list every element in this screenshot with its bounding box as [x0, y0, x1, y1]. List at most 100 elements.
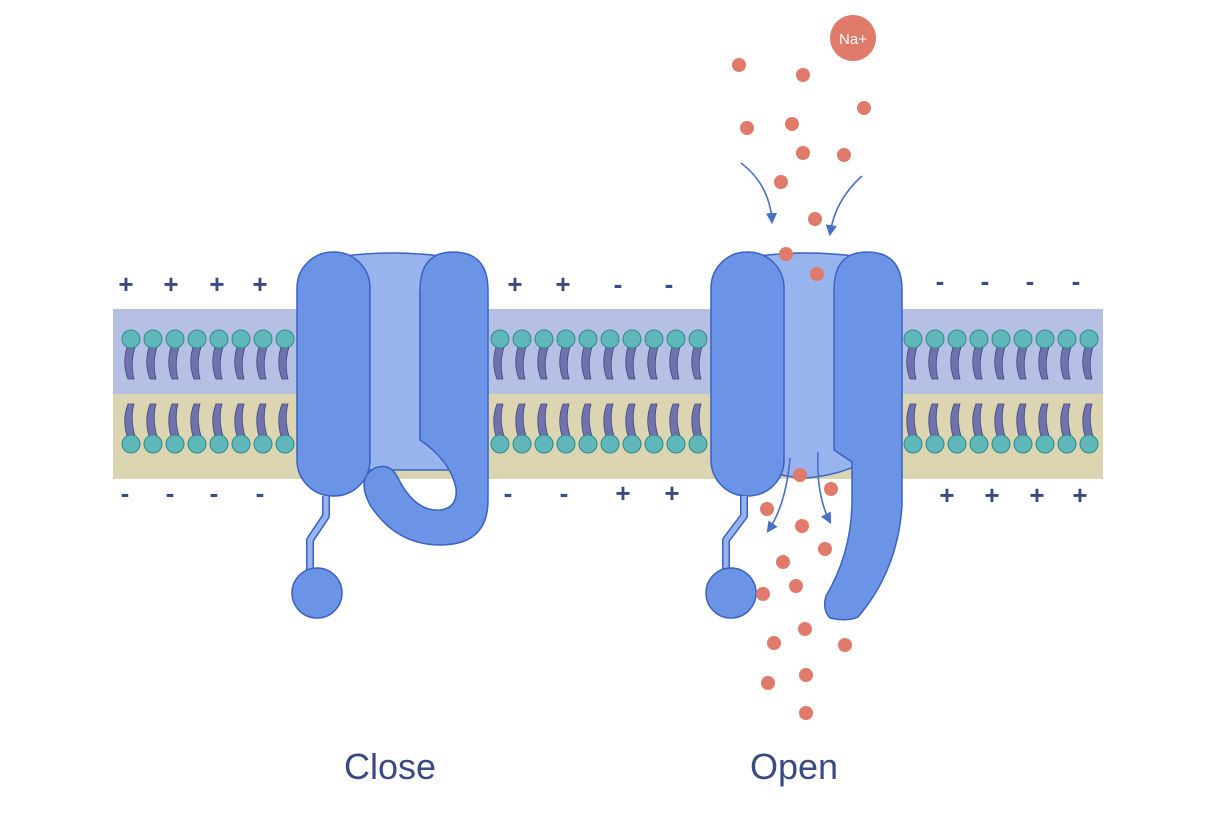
outflow-arrow-left: [766, 457, 791, 533]
phospholipid-tail: [493, 346, 505, 380]
sodium-ion: [779, 247, 793, 261]
sodium-ion: [818, 542, 832, 556]
phospholipid-head: [253, 329, 273, 349]
sodium-ion: [857, 101, 871, 115]
phospholipid-head: [622, 434, 642, 454]
sodium-ions: [732, 58, 871, 720]
sodium-ion-legend: Na+: [830, 15, 876, 61]
negative-charge: -: [560, 478, 569, 508]
positive-charge: +: [118, 269, 133, 299]
cell-membrane: [113, 309, 1103, 479]
phospholipid-head: [275, 434, 295, 454]
sodium-ion: [793, 468, 807, 482]
sodium-ion: [789, 579, 803, 593]
phospholipid-tail: [278, 346, 290, 380]
sodium-ion-legend-circle: [830, 15, 876, 61]
phospholipid-head: [578, 434, 598, 454]
phospholipid-tail: [256, 346, 268, 380]
phospholipid-tail: [647, 346, 659, 380]
phospholipid-tail: [669, 346, 681, 380]
phospholipid-tail: [972, 346, 984, 380]
phospholipid-head: [253, 434, 273, 454]
phospholipid-head: [644, 434, 664, 454]
negative-charge: -: [981, 266, 990, 296]
phospholipid-head: [512, 434, 532, 454]
phospholipid-head: [187, 434, 207, 454]
phospholipid-head: [903, 434, 923, 454]
phospholipid-tail: [1038, 346, 1050, 380]
open-inactivation-gate-ball: [705, 567, 757, 619]
outflow-arrow-right: [816, 451, 832, 524]
phospholipid-head: [925, 329, 945, 349]
open-channel-caption: Open: [750, 746, 838, 787]
phospholipid-tail: [1016, 346, 1028, 380]
phospholipid-tail: [1060, 346, 1072, 380]
phospholipid-head: [556, 329, 576, 349]
closed-channel-right-subunit: [363, 251, 489, 546]
phospholipid-head: [1035, 329, 1055, 349]
phospholipid-head: [231, 434, 251, 454]
sodium-ion: [740, 121, 754, 135]
phospholipid-tail: [994, 346, 1006, 380]
phospholipid-head: [925, 434, 945, 454]
phospholipid-head: [622, 329, 642, 349]
negative-charge: -: [665, 269, 674, 299]
phospholipid-tail: [190, 346, 202, 380]
ion-flow-arrows: [740, 162, 863, 533]
sodium-ion: [824, 482, 838, 496]
positive-charge: +: [615, 478, 630, 508]
phospholipid-tail: [1082, 346, 1094, 380]
phospholipid-head: [165, 329, 185, 349]
phospholipid-head: [947, 329, 967, 349]
phospholipid-head: [1079, 434, 1099, 454]
phospholipid-head: [490, 434, 510, 454]
positive-charge: +: [252, 269, 267, 299]
negative-charge: -: [1072, 266, 1081, 296]
phospholipid-head: [688, 329, 708, 349]
phospholipid-head: [512, 329, 532, 349]
sodium-ion: [761, 676, 775, 690]
sodium-ion: [799, 706, 813, 720]
phospholipid-head: [209, 329, 229, 349]
sodium-ion: [810, 267, 824, 281]
sodium-ion: [774, 175, 788, 189]
open-channel: [705, 251, 903, 621]
phospholipid-head: [969, 434, 989, 454]
sodium-ion: [785, 117, 799, 131]
phospholipid-head: [121, 434, 141, 454]
phospholipid-tail: [234, 346, 246, 380]
phospholipid-head: [1035, 434, 1055, 454]
positive-charge: +: [939, 480, 954, 510]
negative-charge: -: [256, 478, 265, 508]
phospholipid-head: [209, 434, 229, 454]
negative-charge: -: [166, 478, 175, 508]
positive-charge: +: [984, 480, 999, 510]
phospholipid-head: [187, 329, 207, 349]
phospholipid-head: [1013, 434, 1033, 454]
closed-channel-caption: Close: [344, 746, 436, 787]
phospholipid-head: [991, 434, 1011, 454]
negative-charge: -: [121, 478, 130, 508]
sodium-ion: [776, 555, 790, 569]
phospholipid-head: [969, 329, 989, 349]
negative-charge: -: [936, 266, 945, 296]
sodium-ion: [796, 146, 810, 160]
phospholipid-head: [1079, 329, 1099, 349]
positive-charge: +: [163, 269, 178, 299]
negative-charge: -: [1026, 266, 1035, 296]
phospholipid-head: [534, 329, 554, 349]
phospholipid-head: [600, 434, 620, 454]
phospholipid-tail: [537, 346, 549, 380]
sodium-ion: [767, 636, 781, 650]
phospholipid-head: [644, 329, 664, 349]
phospholipid-tail: [928, 346, 940, 380]
phospholipid-tail: [559, 346, 571, 380]
phospholipid-head: [121, 329, 141, 349]
phospholipid-tail: [168, 346, 180, 380]
phospholipid-head: [947, 434, 967, 454]
positive-charge: +: [507, 269, 522, 299]
phospholipid-head: [231, 329, 251, 349]
sodium-ion: [837, 148, 851, 162]
phospholipid-head: [903, 329, 923, 349]
